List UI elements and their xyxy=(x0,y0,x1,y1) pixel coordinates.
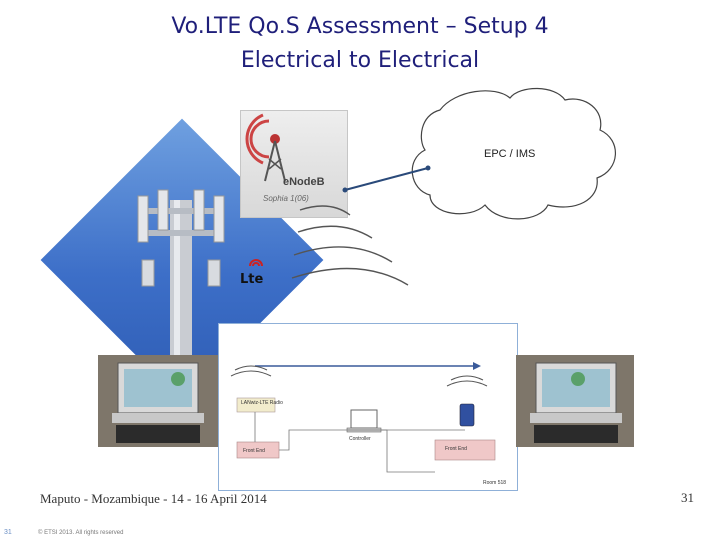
enodeb-box xyxy=(240,110,348,218)
slide-number: 31 xyxy=(4,529,12,536)
lte-logo: Lte xyxy=(240,256,263,287)
copyright-notice: © ETSI 2013. All rights reserved xyxy=(38,530,124,536)
enodeb-antenna-icon xyxy=(245,113,286,182)
frontend-left-label: Front End xyxy=(243,448,265,454)
test-equipment-photo-left xyxy=(98,355,218,447)
page-number: 31 xyxy=(681,490,694,505)
cell-tower-photo xyxy=(40,118,324,402)
laptop-analyzer-icon xyxy=(98,355,218,447)
controller-label: Controller xyxy=(349,436,371,442)
emulator-label: LANwiz-LTE Radio xyxy=(241,400,283,406)
lte-logo-text: Lte xyxy=(240,272,264,287)
room-label: Room 518 xyxy=(483,480,507,486)
test-equipment-photo-right xyxy=(516,355,634,447)
enodeb-sublabel: Sophia 1(06) xyxy=(263,194,309,203)
enodeb-label: eNodeB xyxy=(283,176,325,188)
lab-setup-panel: LANwiz-LTE Radio Front End Controller Fr… xyxy=(218,323,518,491)
enodeb-to-epc-link xyxy=(344,167,429,191)
mobile-phone-icon xyxy=(459,403,475,427)
radio-waves-icon xyxy=(291,205,409,286)
cell-tower-icon xyxy=(137,189,225,360)
footer-event: Maputo - Mozambique - 14 - 16 April 2014 xyxy=(40,491,267,506)
lte-signal-icon xyxy=(249,259,263,267)
epc-ims-label: EPC / IMS xyxy=(484,148,536,160)
epc-ims-cloud-icon xyxy=(411,87,616,220)
slide-title-line1: Vo.LTE Qo.S Assessment – Setup 4 xyxy=(171,14,549,39)
laptop-analyzer-icon xyxy=(516,355,634,447)
lab-diagram xyxy=(230,362,496,473)
frontend-right-label: Front End xyxy=(445,446,467,452)
slide-title-line2: Electrical to Electrical xyxy=(240,48,480,73)
